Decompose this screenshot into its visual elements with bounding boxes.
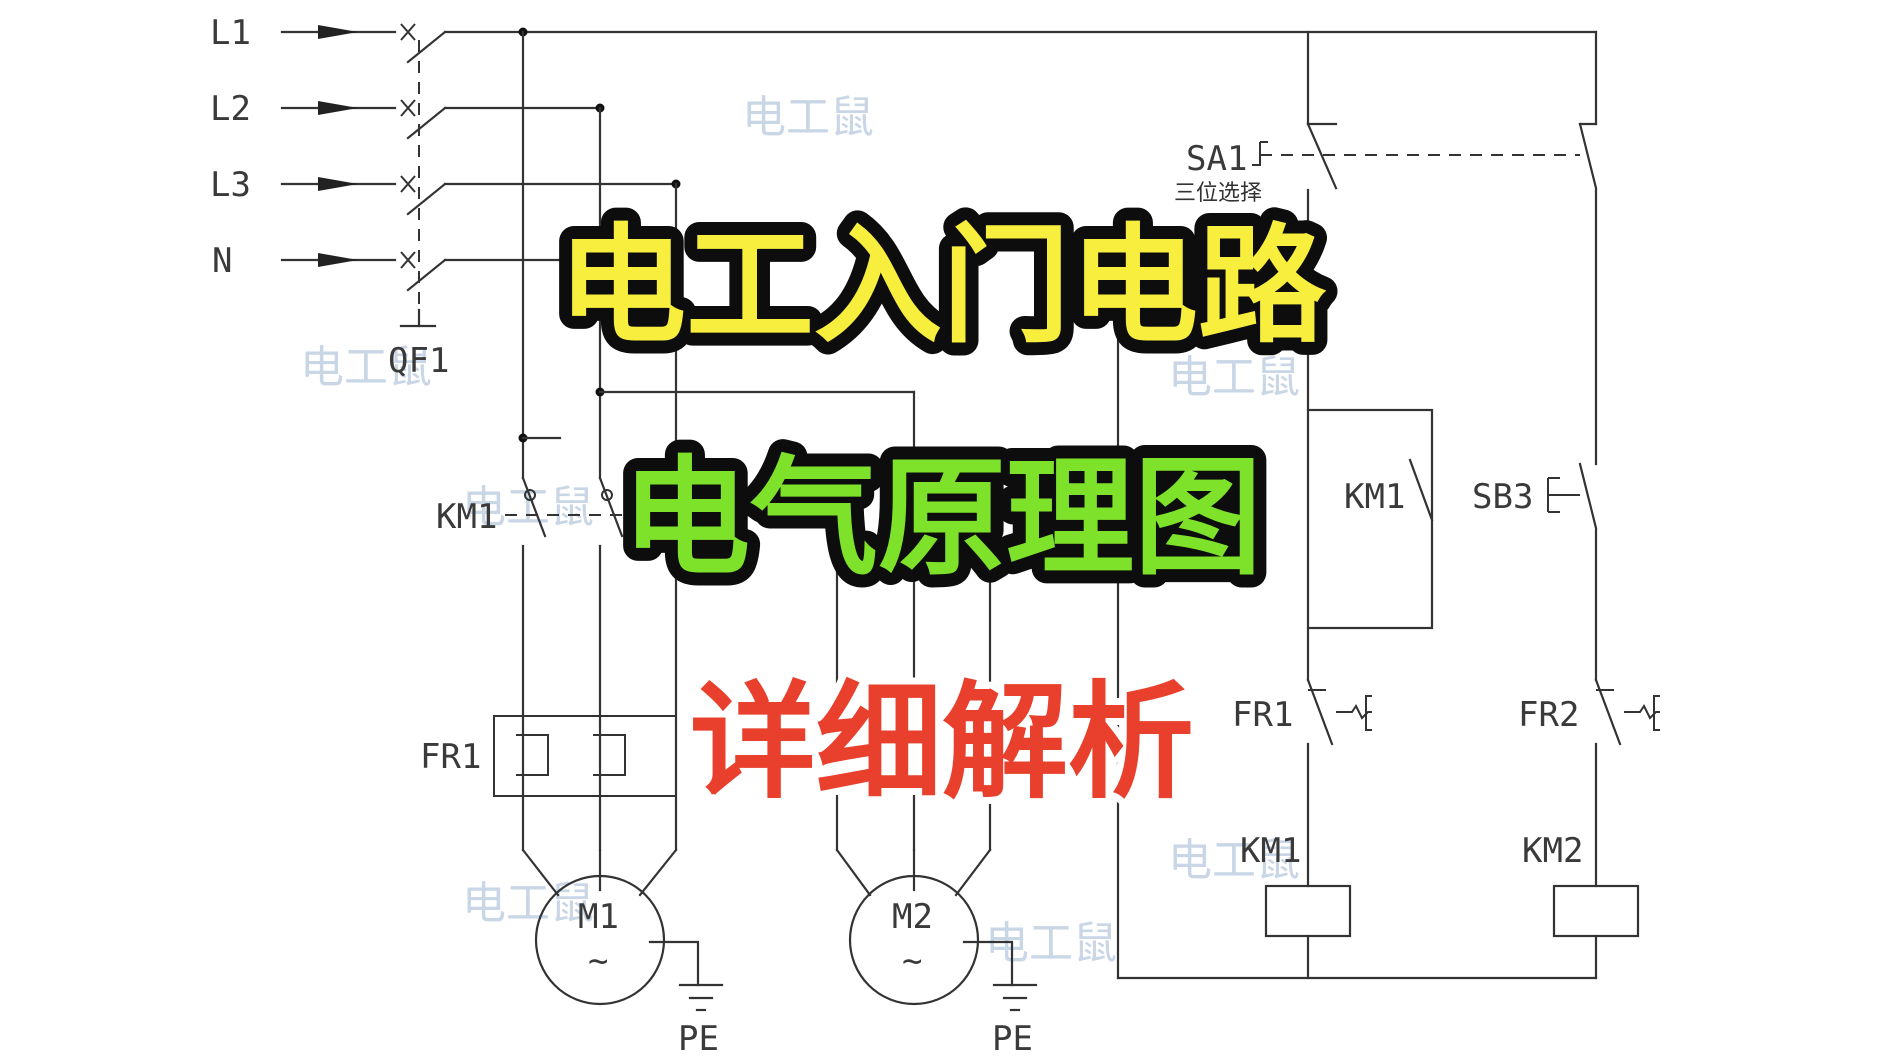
main-circuit-m1: KM1 FR1 M1 ~ PE <box>420 30 916 1059</box>
phase-label-l3: L3 <box>210 165 251 205</box>
title-line-2: 电气原理图 <box>622 444 1262 593</box>
incoming-wire-n <box>280 253 397 267</box>
aux-contact-loop <box>1306 408 1434 630</box>
title-line-3: 详细解析 <box>690 669 1194 816</box>
supply-lines: L1 L2 L3 N <box>210 13 1598 381</box>
motor-label: M2 <box>892 897 933 937</box>
coil-label: KM1 <box>1240 831 1301 871</box>
title-overlay: 电工入门电路 电气原理图 详细解析 <box>545 199 1340 823</box>
contactor-label: KM1 <box>436 497 497 537</box>
coil-km1 <box>1264 884 1352 938</box>
watermark: 电工鼠 <box>462 878 594 929</box>
motor-m1: M1 ~ <box>534 874 666 1006</box>
overload-contact-label: FR1 <box>1232 695 1293 735</box>
incoming-wire-l1 <box>280 25 397 39</box>
watermark: 电工鼠 <box>1168 835 1300 886</box>
arrow-icon <box>318 253 358 267</box>
overload-contact-fr2 <box>1594 678 1660 746</box>
motor-symbol: ~ <box>588 941 608 981</box>
watermark: 电工鼠 <box>985 918 1117 969</box>
arrow-icon <box>318 101 358 115</box>
selector-label: SA1 <box>1186 139 1247 179</box>
earth-label: PE <box>678 1019 719 1059</box>
stop-button-label: SB3 <box>1472 477 1533 517</box>
phase-label-l2: L2 <box>210 89 251 129</box>
watermark: 电工鼠 <box>1168 352 1300 403</box>
selector-note: 三位选择 <box>1174 181 1262 206</box>
phase-label-l1: L1 <box>210 13 251 53</box>
arrow-icon <box>318 177 358 191</box>
coil-km2 <box>1552 884 1640 938</box>
overload-contact-fr1 <box>1306 678 1372 746</box>
incoming-wire-l2 <box>280 101 397 115</box>
selector-switch-sa1 <box>1252 141 1580 166</box>
motor-m2: M2 ~ <box>848 874 980 1006</box>
coil-label: KM2 <box>1522 831 1583 871</box>
phase-label-n: N <box>212 241 232 281</box>
overload-contact-label: FR2 <box>1518 695 1579 735</box>
overload-label: FR1 <box>420 737 481 777</box>
overload-relay-fr1 <box>493 715 677 797</box>
breaker-label: QF1 <box>388 341 449 381</box>
earth-ground-icon <box>648 940 724 1012</box>
watermark: 电工鼠 <box>300 342 432 393</box>
earth-ground-icon <box>962 940 1038 1012</box>
incoming-wire-l3 <box>280 177 397 191</box>
control-circuit: SA1 三位选择 KM1 SB3 FR1 KM1 <box>1116 30 1660 980</box>
watermark-layer: 电工鼠 电工鼠 电工鼠 电工鼠 电工鼠 电工鼠 电工鼠 <box>300 92 1300 969</box>
aux-contact-label: KM1 <box>1344 477 1405 517</box>
stop-button-sb3 <box>1547 462 1598 682</box>
breaker-qf1: QF1 <box>388 23 449 381</box>
earth-label: PE <box>992 1019 1033 1059</box>
arrow-icon <box>318 25 358 39</box>
main-circuit-m2: M2 ~ PE <box>835 556 1038 1059</box>
title-line-1: 电工入门电路 <box>558 212 1327 361</box>
watermark: 电工鼠 <box>742 92 874 143</box>
motor-label: M1 <box>578 897 619 937</box>
motor-symbol: ~ <box>902 941 922 981</box>
